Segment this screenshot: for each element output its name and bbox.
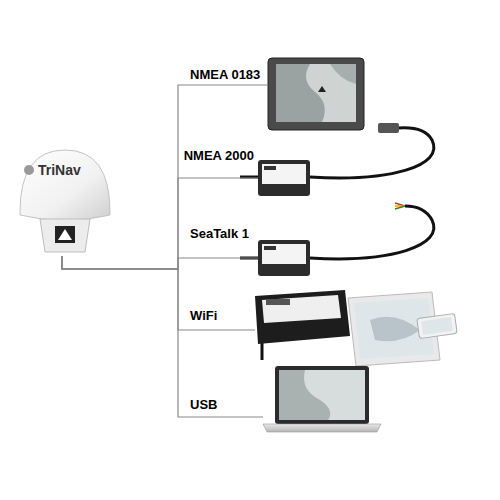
nmea2000-interface [240,123,434,196]
interface-label: SeaTalk 1 [190,226,249,241]
brand-logo [24,165,34,175]
cable-line [62,256,263,417]
wifi-node: WiFi [255,292,350,344]
cable-line [62,256,258,269]
display-node: NMEA 0183 [268,58,364,130]
cable-line [62,178,258,269]
seatalk-interface [240,203,434,276]
interface-label: USB [190,397,217,412]
interface-node: SeaTalk 1 [258,240,310,276]
brand-name: TriNav [38,162,81,178]
chart-plotter [268,58,364,130]
antenna-node: TriNav [18,148,112,256]
wifi-server [255,290,457,366]
laptop [263,366,381,432]
cable-line [62,85,268,269]
laptop-node: USB [263,365,381,433]
cable-line [62,256,255,330]
interface-node: NMEA 2000 [258,160,310,196]
interface-label: WiFi [190,308,217,323]
interface-label: NMEA 0183 [190,67,260,82]
interface-label: NMEA 2000 [184,148,254,163]
gps-antenna [20,150,110,252]
